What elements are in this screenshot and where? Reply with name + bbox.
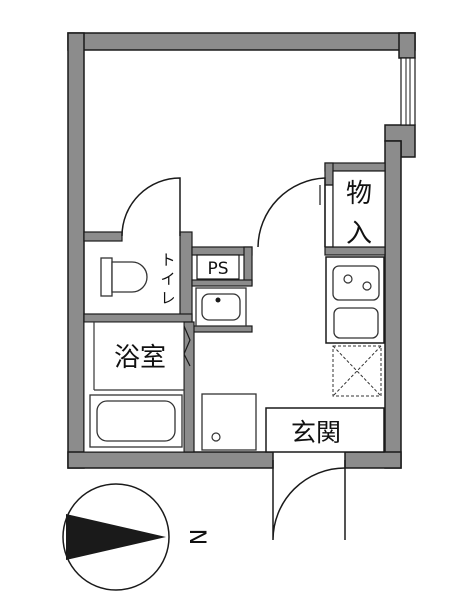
drain bbox=[211, 432, 221, 442]
wall-right-upper bbox=[398, 32, 416, 59]
wash-basin bbox=[201, 293, 241, 321]
entrance-door bbox=[272, 460, 346, 541]
bath-door bbox=[183, 325, 191, 367]
wall-column-mid bbox=[179, 231, 193, 323]
bathtub-inner bbox=[96, 400, 176, 442]
burner-2 bbox=[362, 281, 372, 291]
compass-north-label: N bbox=[184, 529, 209, 545]
wall-bottom-left bbox=[67, 451, 274, 469]
stove bbox=[332, 265, 380, 301]
wall-ps-side bbox=[243, 246, 253, 286]
toilet-label-3: レ bbox=[160, 289, 175, 307]
closet-label-2: 入 bbox=[346, 219, 372, 249]
entrance-label: 玄関 bbox=[291, 418, 341, 447]
wall-closet-top bbox=[324, 162, 386, 172]
toilet-label-1: ト bbox=[160, 251, 175, 269]
bathroom: 浴室 bbox=[83, 321, 185, 453]
compass-needle bbox=[66, 514, 166, 560]
kitchen bbox=[325, 256, 385, 397]
toilet: ト イ レ bbox=[100, 251, 176, 307]
toilet-tank bbox=[100, 257, 113, 297]
wall-toilet-bath bbox=[83, 313, 193, 323]
wall-bottom-right bbox=[344, 451, 402, 469]
closet-door bbox=[324, 184, 334, 248]
wall-vanity-bottom bbox=[191, 325, 253, 333]
vanity bbox=[195, 287, 247, 327]
exterior-walls bbox=[67, 32, 416, 469]
wall-ps-bottom bbox=[191, 279, 253, 287]
burner-1 bbox=[343, 274, 353, 284]
window bbox=[400, 57, 416, 126]
wall-right-lower bbox=[384, 140, 402, 469]
wall-left bbox=[67, 32, 85, 469]
toilet-door bbox=[121, 177, 181, 237]
wall-closet-left bbox=[324, 162, 334, 186]
ps-label: PS bbox=[207, 259, 228, 279]
toilet-bowl bbox=[111, 261, 148, 293]
doors bbox=[121, 177, 346, 541]
bath-label: 浴室 bbox=[114, 343, 166, 373]
wall-toilet-top-left bbox=[83, 231, 123, 242]
closet: 物 入 bbox=[332, 170, 386, 249]
wall-top bbox=[67, 32, 416, 51]
closet-label-1: 物 bbox=[346, 179, 372, 209]
pipe-space: PS bbox=[196, 254, 240, 280]
wall-ps bbox=[191, 246, 253, 256]
kitchen-sink bbox=[333, 307, 379, 339]
entrance: 玄関 bbox=[265, 407, 385, 453]
interior-walls bbox=[83, 162, 386, 453]
room-door bbox=[257, 177, 326, 248]
compass: N bbox=[62, 483, 209, 591]
toilet-label-2: イ bbox=[160, 270, 175, 288]
washer-space bbox=[201, 393, 257, 451]
